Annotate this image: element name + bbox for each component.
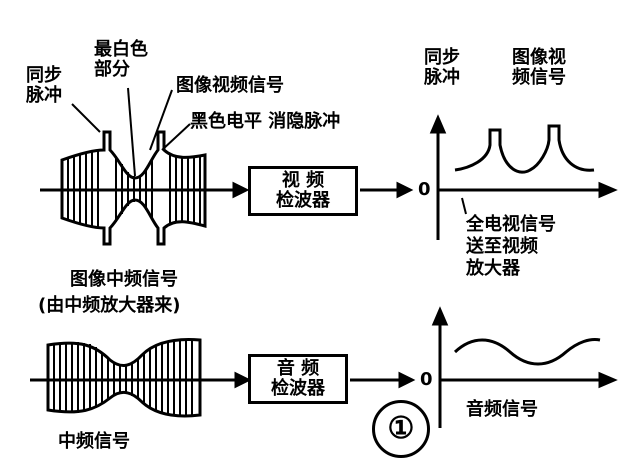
arrow-from-audio-detector — [350, 371, 416, 389]
image-if-signal-label: 图像中频信号 — [70, 269, 178, 290]
right-top-axes — [429, 114, 618, 240]
full-tv-signal-line1: 全电视信号 — [466, 214, 556, 235]
arrow-from-video-detector — [360, 181, 414, 199]
right-sync-pulse-label: 同步 脉冲 — [424, 48, 460, 88]
full-video-label-leader — [461, 197, 467, 215]
audio-waveform — [453, 338, 601, 366]
sync-pulse-label-line2: 脉冲 — [26, 85, 62, 106]
zero-top-label: 0 — [418, 179, 431, 200]
if-hatching — [53, 340, 193, 415]
image-video-signal-label: 图像视频信号 — [176, 75, 284, 96]
right-sync-pulse-line1: 同步 — [424, 47, 460, 68]
if-envelope — [46, 338, 202, 418]
audio-detector-line2: 检波器 — [271, 378, 325, 399]
if-waveform — [46, 338, 202, 418]
white-part-label-line2: 部分 — [94, 59, 130, 80]
audio-detector-line1: 音 频 — [276, 358, 320, 379]
right-image-video-line1: 图像视 — [512, 47, 566, 68]
right-sync-pulse-line2: 脉冲 — [424, 67, 460, 88]
figure-number-badge: ① — [372, 400, 430, 458]
figure-number-text: ① — [387, 411, 415, 446]
black-level-blank-label: 黑色电平 消隐脉冲 — [190, 111, 341, 132]
zero-bottom-label: 0 — [420, 369, 433, 390]
video-detector-line2: 检波器 — [276, 190, 330, 211]
sync-pulse-label: 同步 脉冲 — [26, 66, 62, 106]
audio-detector-box: 音 频 检波器 — [248, 354, 348, 404]
white-part-label: 最白色 部分 — [94, 40, 148, 80]
right-bottom-axes — [431, 306, 618, 428]
audio-signal-label: 音频信号 — [466, 399, 538, 420]
right-image-video-line2: 频信号 — [512, 67, 566, 88]
top-pointers — [71, 87, 191, 177]
if-signal-label: 中频信号 — [58, 431, 130, 452]
full-tv-signal-label: 全电视信号 送至视频 放大器 — [466, 214, 556, 280]
full-tv-signal-line2: 送至视频 — [466, 236, 538, 257]
full-video-waveform — [454, 124, 595, 174]
white-part-label-line1: 最白色 — [94, 39, 148, 60]
right-image-video-label: 图像视 频信号 — [512, 48, 566, 88]
video-detector-box: 视 频 检波器 — [248, 166, 358, 216]
sync-pulse-label-line1: 同步 — [26, 65, 62, 86]
full-tv-signal-line3: 放大器 — [466, 258, 520, 279]
from-if-amp-label: (由中频放大器来) — [38, 295, 181, 316]
arrow-to-audio-detector — [200, 371, 252, 389]
arrow-to-video-detector — [205, 181, 250, 199]
video-detector-line1: 视 频 — [281, 170, 325, 191]
